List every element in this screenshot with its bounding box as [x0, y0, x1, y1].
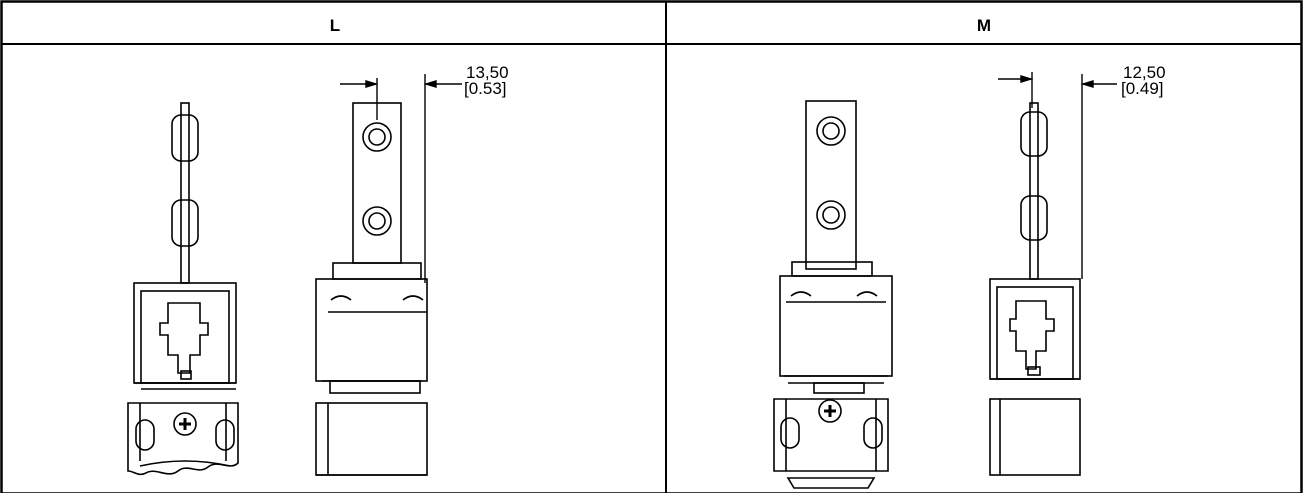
panel-l-dimension-mm: 13,50: [466, 63, 509, 82]
panel-l-label: L: [329, 16, 341, 35]
panel-l-dimension-in: [0.53]: [464, 79, 507, 98]
panel-l-side-view: [127, 102, 239, 476]
panel-m-front-view: [773, 100, 893, 489]
panel-m-dimension-mm: 12,50: [1123, 63, 1166, 82]
panel-m-label: M: [976, 16, 992, 35]
panel-m-dimension: [998, 72, 1117, 279]
panel-m-side-view: [989, 102, 1081, 476]
panel-l-front-view: [315, 102, 428, 476]
panel-l-dimension: [340, 74, 462, 283]
panel-m-dimension-in: [0.49]: [1121, 79, 1164, 98]
